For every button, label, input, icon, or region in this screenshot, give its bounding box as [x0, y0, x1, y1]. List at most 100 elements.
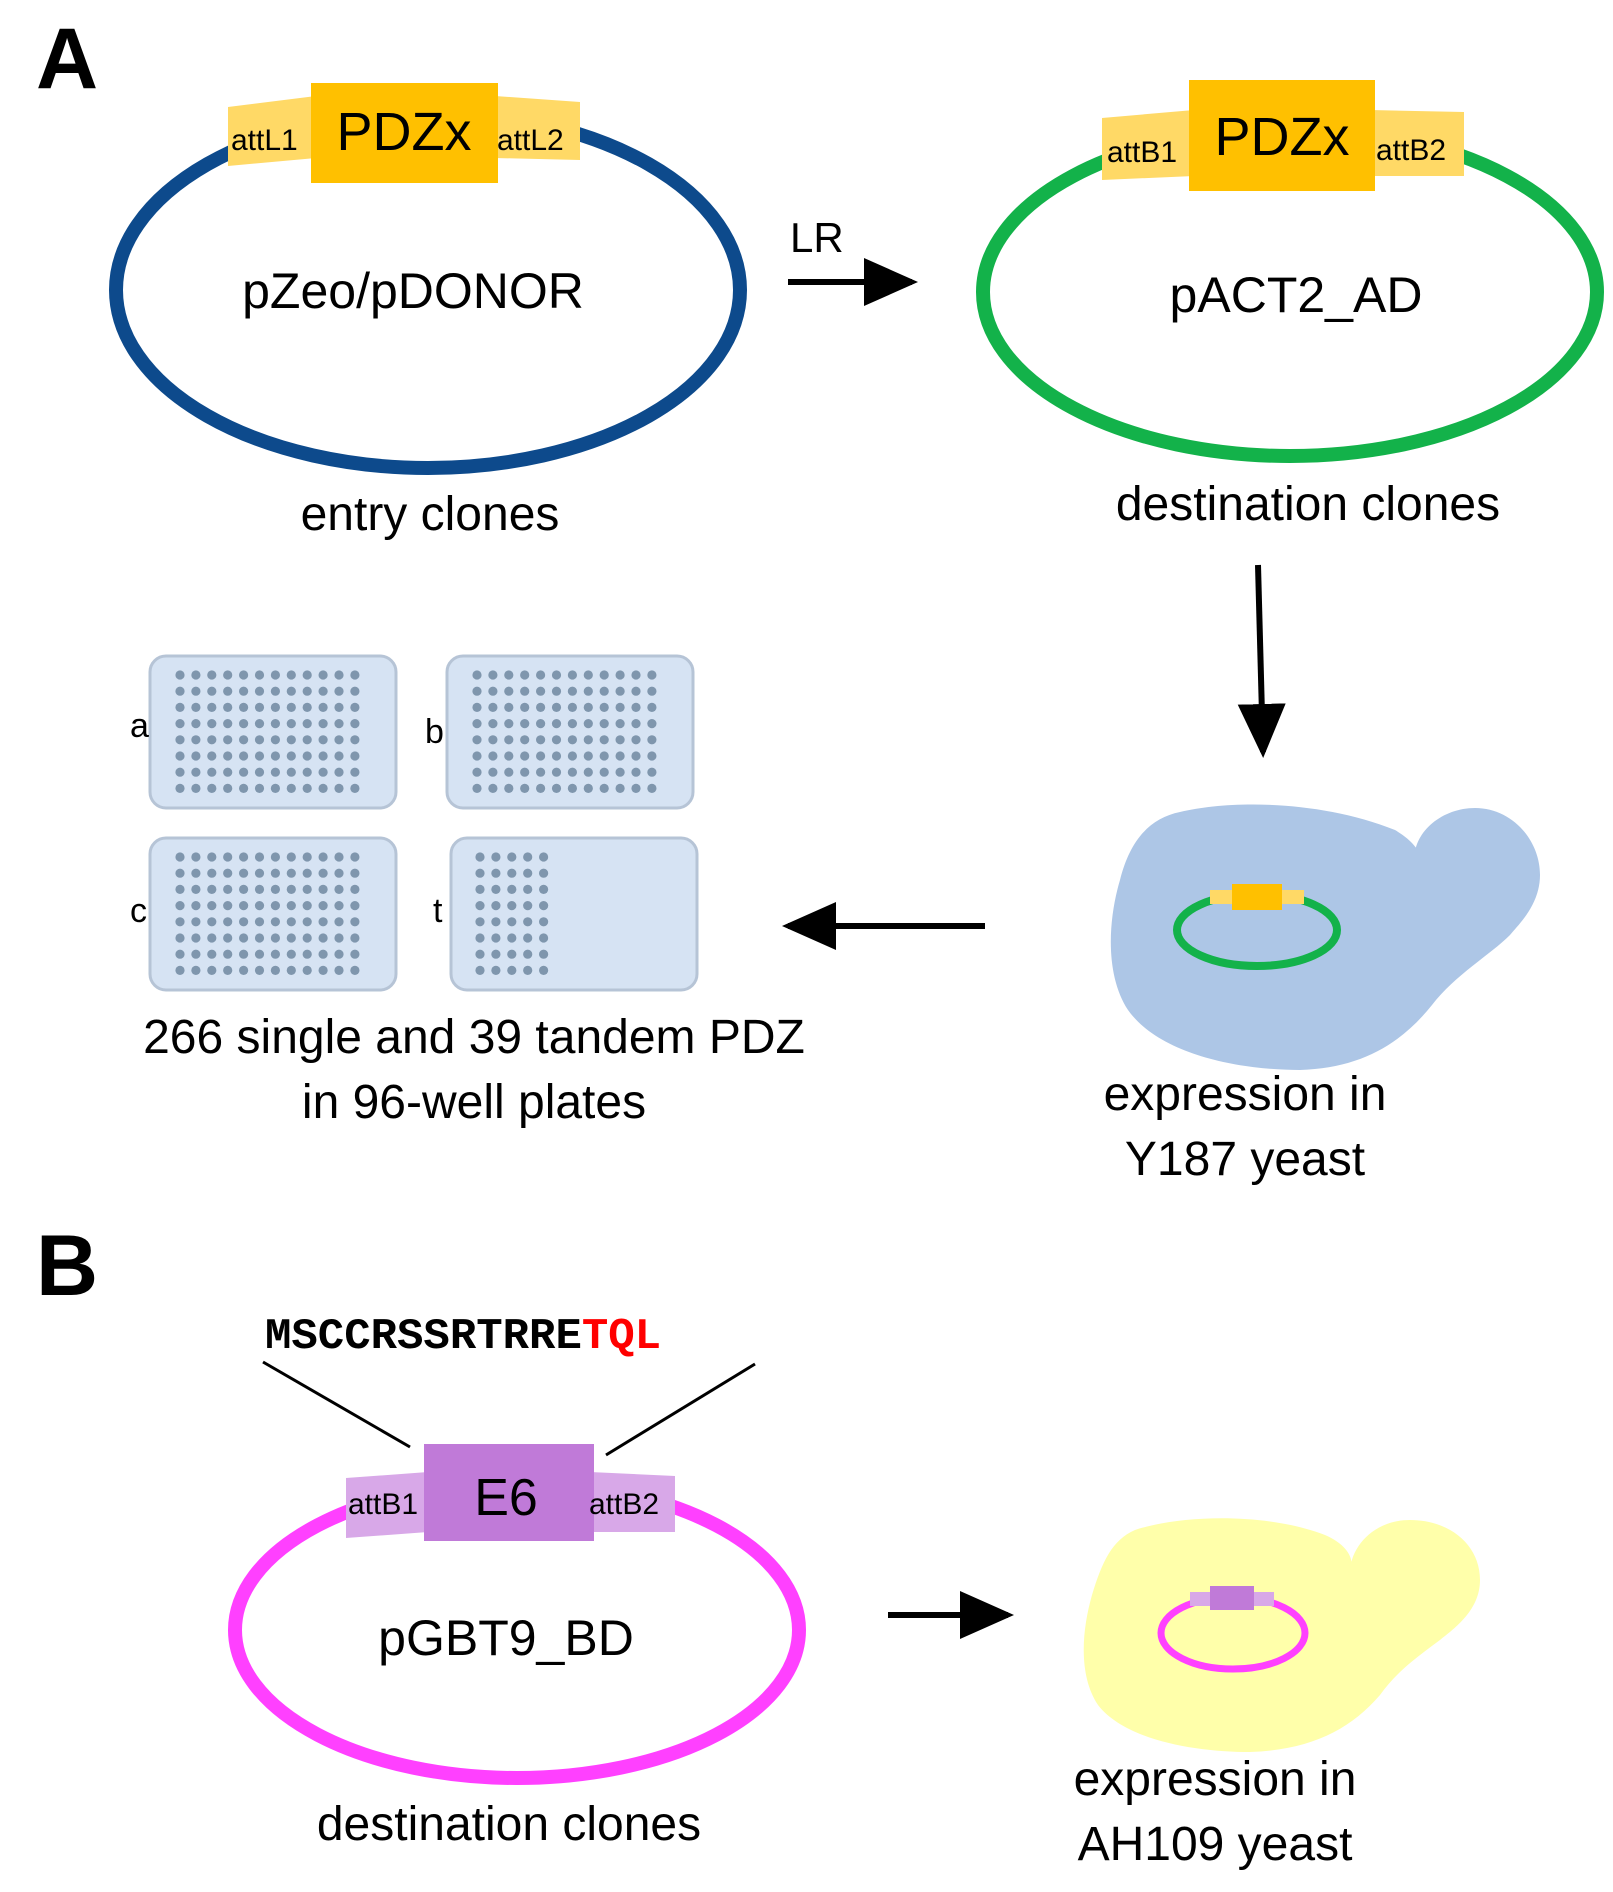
well: [539, 933, 549, 943]
well: [599, 670, 609, 680]
well: [270, 686, 280, 696]
well: [536, 686, 546, 696]
plate-c-wells: [175, 852, 360, 976]
well: [631, 719, 641, 729]
well: [536, 751, 546, 761]
well: [599, 702, 609, 713]
plate-a-wells: [175, 670, 360, 794]
well: [270, 965, 280, 976]
well: [270, 852, 280, 862]
well: [551, 686, 562, 696]
well: [491, 884, 501, 895]
well: [254, 670, 265, 680]
well: [631, 670, 641, 680]
well: [504, 767, 514, 777]
well: [191, 852, 201, 862]
well: [191, 949, 201, 959]
well: [175, 868, 185, 878]
well: [286, 949, 296, 959]
well: [239, 670, 249, 680]
ad-right-site-label: attB2: [1376, 134, 1446, 167]
well: [599, 751, 609, 761]
well: [223, 751, 233, 761]
well: [523, 933, 533, 943]
well: [520, 686, 530, 696]
well: [270, 751, 280, 761]
well: [254, 901, 265, 911]
well: [350, 751, 360, 761]
well: [318, 949, 328, 959]
well: [175, 949, 185, 959]
well: [647, 702, 657, 713]
well: [254, 884, 265, 895]
well: [472, 719, 482, 729]
well: [254, 868, 265, 878]
well: [302, 917, 312, 927]
well: [318, 751, 328, 761]
well: [239, 852, 249, 862]
well: [302, 901, 312, 911]
well: [302, 719, 312, 729]
well: [254, 719, 265, 729]
well: [536, 783, 546, 794]
well: [472, 702, 482, 713]
ah109-yeast-cell: [1083, 1518, 1480, 1752]
well: [302, 751, 312, 761]
well: [175, 702, 185, 713]
well: [175, 783, 185, 794]
well: [239, 884, 249, 895]
well: [567, 783, 578, 794]
well: [491, 965, 501, 976]
well: [302, 702, 312, 713]
well: [318, 686, 328, 696]
well: [239, 868, 249, 878]
well: [270, 767, 280, 777]
well: [507, 852, 517, 862]
well: [350, 901, 360, 911]
well: [631, 751, 641, 761]
entry-clone-plasmid: attL1 attL2 PDZx pZeo/pDONOR: [109, 83, 747, 475]
well: [567, 686, 578, 696]
well: [191, 933, 201, 943]
well: [191, 670, 201, 680]
well: [647, 735, 657, 745]
well: [191, 751, 201, 761]
well: [350, 670, 360, 680]
ad-left-site-label: attB1: [1107, 136, 1177, 169]
well: [520, 751, 530, 761]
well: [488, 686, 498, 696]
well: [520, 735, 530, 745]
well: [631, 735, 641, 745]
well: [207, 852, 217, 862]
well: [207, 686, 217, 696]
well: [270, 868, 280, 878]
well: [631, 702, 641, 713]
well: [223, 702, 233, 713]
well: [302, 735, 312, 745]
well: [270, 783, 280, 794]
well: [599, 767, 609, 777]
entry-insert-label: PDZx: [337, 102, 472, 162]
bd-left-site-box: [346, 1472, 428, 1538]
well: [286, 933, 296, 943]
well: [175, 965, 185, 976]
ah109-caption-line2: AH109 yeast: [1078, 1818, 1353, 1871]
entry-clones-caption: entry clones: [301, 488, 560, 541]
ad-insert-label: PDZx: [1215, 107, 1350, 167]
y187-plasmid-insert: [1232, 884, 1282, 910]
well: [239, 751, 249, 761]
well: [475, 917, 485, 927]
plate-c-label: c: [130, 892, 147, 930]
well-plates-group: a b c t: [130, 654, 699, 992]
well: [539, 917, 549, 927]
well: [207, 884, 217, 895]
destination-bd-plasmid: attB1 attB2 E6 pGBT9_BD: [228, 1444, 806, 1785]
well: [302, 852, 312, 862]
well: [254, 965, 265, 976]
well: [334, 767, 344, 777]
well: [507, 884, 517, 895]
well: [239, 719, 249, 729]
well: [472, 767, 482, 777]
well: [239, 901, 249, 911]
